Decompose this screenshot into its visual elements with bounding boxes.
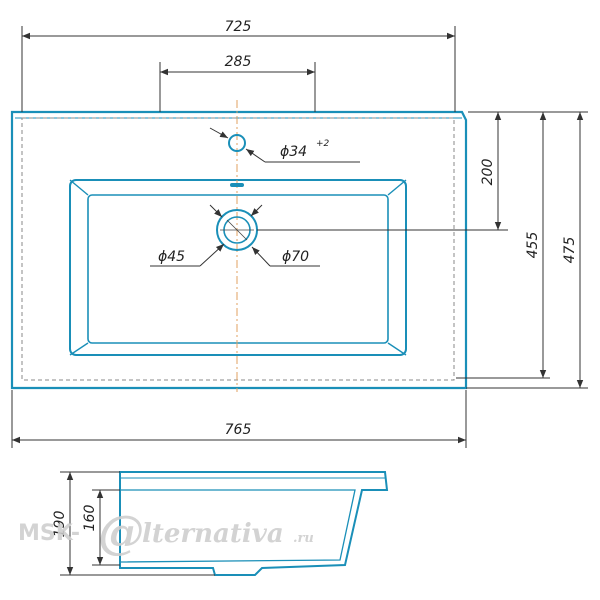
dimension-455: 455 [456, 111, 550, 379]
sink-outer-outline [10, 110, 468, 390]
basin-inner-bottom [87, 194, 389, 344]
dimension-200: 200 [257, 111, 508, 231]
dim-200-label: 200 [480, 159, 496, 186]
dimension-drain: ϕ45 ϕ70 [150, 204, 320, 267]
watermark-logo: MSK- @ lternativa .ru [18, 505, 314, 559]
dim-160-label: 160 [82, 505, 98, 532]
top-view [10, 100, 468, 392]
overflow-slot [230, 183, 244, 187]
dim-tap-hole-label: ϕ34 [280, 144, 307, 160]
svg-text:@: @ [98, 505, 144, 559]
dim-285-label: 285 [225, 54, 252, 70]
svg-text:lternativa: lternativa [142, 519, 284, 549]
dim-475-label: 475 [562, 237, 578, 264]
sink-inner-dashed [21, 117, 455, 381]
side-profile: 190 160 [52, 471, 389, 576]
dim-drain-large-label: ϕ70 [282, 249, 309, 265]
dimension-tap-hole: ϕ34 +2 [209, 127, 360, 163]
svg-text:.ru: .ru [293, 531, 314, 546]
basin-outer-rim [69, 179, 407, 356]
profile-outline [119, 471, 389, 576]
dimension-475: 475 [466, 111, 588, 389]
dimension-285: 285 [159, 54, 316, 112]
svg-text:MSK-: MSK- [18, 521, 80, 546]
dim-drain-small-label: ϕ45 [158, 249, 185, 265]
dim-tap-hole-tolerance: +2 [316, 139, 330, 149]
dimension-765: 765 [11, 390, 467, 448]
tap-hole [228, 134, 246, 152]
dim-190-label: 190 [52, 511, 68, 538]
dimension-725: 725 [21, 19, 456, 112]
dim-455-label: 455 [525, 232, 541, 259]
dim-765-label: 765 [225, 422, 252, 438]
dim-725-label: 725 [225, 19, 252, 35]
